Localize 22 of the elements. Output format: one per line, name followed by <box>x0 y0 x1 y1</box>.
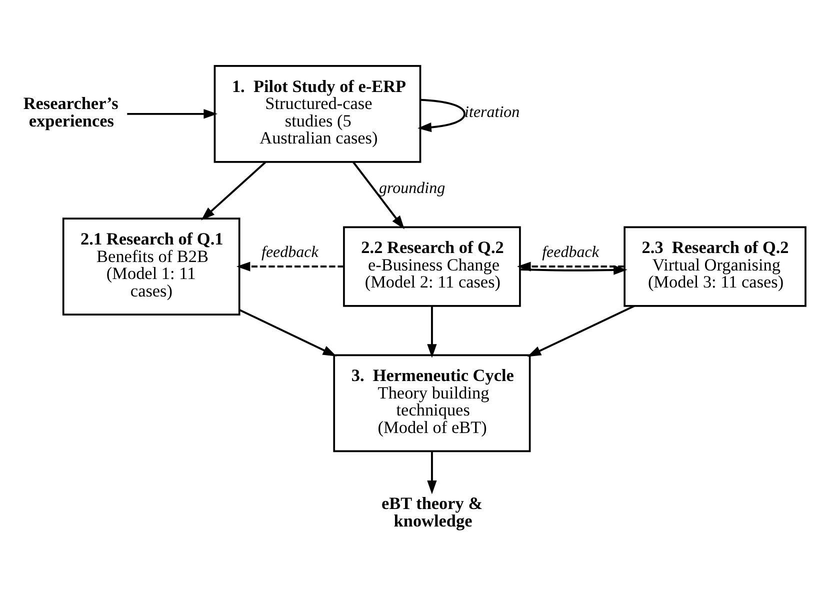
node-box: 2.3 Research of Q.2 Virtual Organising (Model 3: 11 cases) <box>624 226 806 307</box>
arrow <box>517 262 624 272</box>
arrow <box>236 262 344 272</box>
node-box: 3. Hermeneutic Cycle Theory building techniques (Model of eBT) <box>333 354 531 452</box>
arrow <box>201 162 266 220</box>
arrow <box>418 98 466 132</box>
node-box: 2.2 Research of Q.2 e-Business Change (Model 2: 11 cases) <box>343 226 521 307</box>
arrow <box>427 306 437 358</box>
edge-label: feedback <box>262 244 318 262</box>
arrow <box>427 451 437 494</box>
arrow <box>527 305 635 357</box>
arrow <box>520 265 628 275</box>
node-text: Researcher’s experiences <box>23 94 118 130</box>
arrow <box>238 308 337 356</box>
arrow <box>127 109 218 119</box>
node-box: 1. Pilot Study of e-ERP Structured-case studies (5 Australian cases) <box>214 65 422 163</box>
node-text: eBT theory & knowledge <box>382 494 483 530</box>
node-box: 2.1 Research of Q.1 Benefits of B2B (Model 1: 11 cases) <box>62 218 240 316</box>
arrow <box>352 162 404 230</box>
edge-label: feedback <box>542 244 599 262</box>
edge-label: iteration <box>464 104 520 121</box>
edge-label: grounding <box>379 180 446 198</box>
